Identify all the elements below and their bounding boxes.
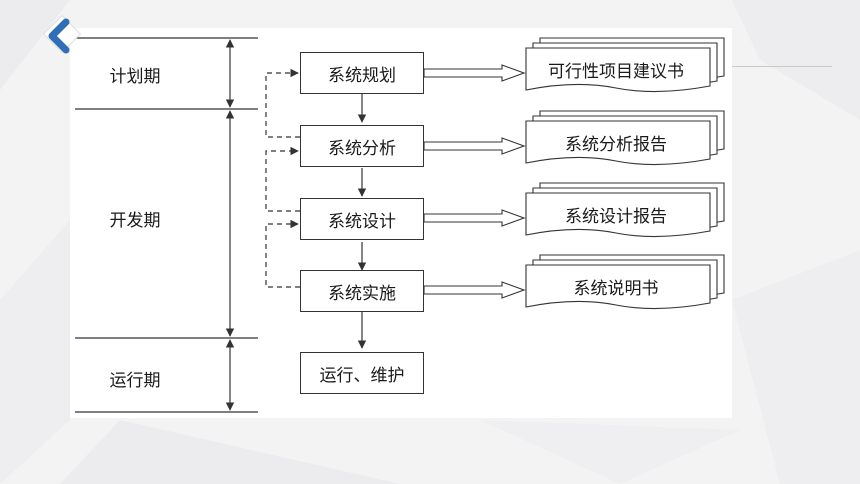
process-box-implementation: 系统实施 — [300, 270, 424, 312]
process-box-planning: 系统规划 — [300, 52, 424, 94]
phase-label-development: 开发期 — [109, 211, 161, 231]
diagram-lines — [75, 37, 725, 413]
phase-label-operation: 运行期 — [109, 371, 161, 391]
feedback-loops — [265, 68, 300, 288]
phase-label-planning: 计划期 — [109, 67, 161, 87]
document-label-analysis-report: 系统分析报告 — [565, 135, 667, 155]
process-box-analysis: 系统分析 — [300, 125, 424, 167]
document-stacks — [525, 37, 725, 310]
process-box-maintenance: 运行、维护 — [300, 352, 424, 394]
document-label-design-report: 系统设计报告 — [565, 207, 667, 227]
phase-dividers — [75, 37, 258, 413]
document-label-manual: 系统说明书 — [573, 279, 659, 299]
chevron-left-icon — [42, 14, 82, 54]
header-rule — [732, 66, 832, 67]
document-label-feasibility: 可行性项目建议书 — [548, 62, 684, 82]
lifecycle-diagram: 计划期 开发期 运行期 系统规划 系统分析 系统设计 系统实施 运行、维护 可行… — [70, 28, 732, 418]
slide-back-button[interactable] — [40, 12, 84, 56]
process-box-design: 系统设计 — [300, 198, 424, 240]
output-arrows — [423, 64, 526, 299]
